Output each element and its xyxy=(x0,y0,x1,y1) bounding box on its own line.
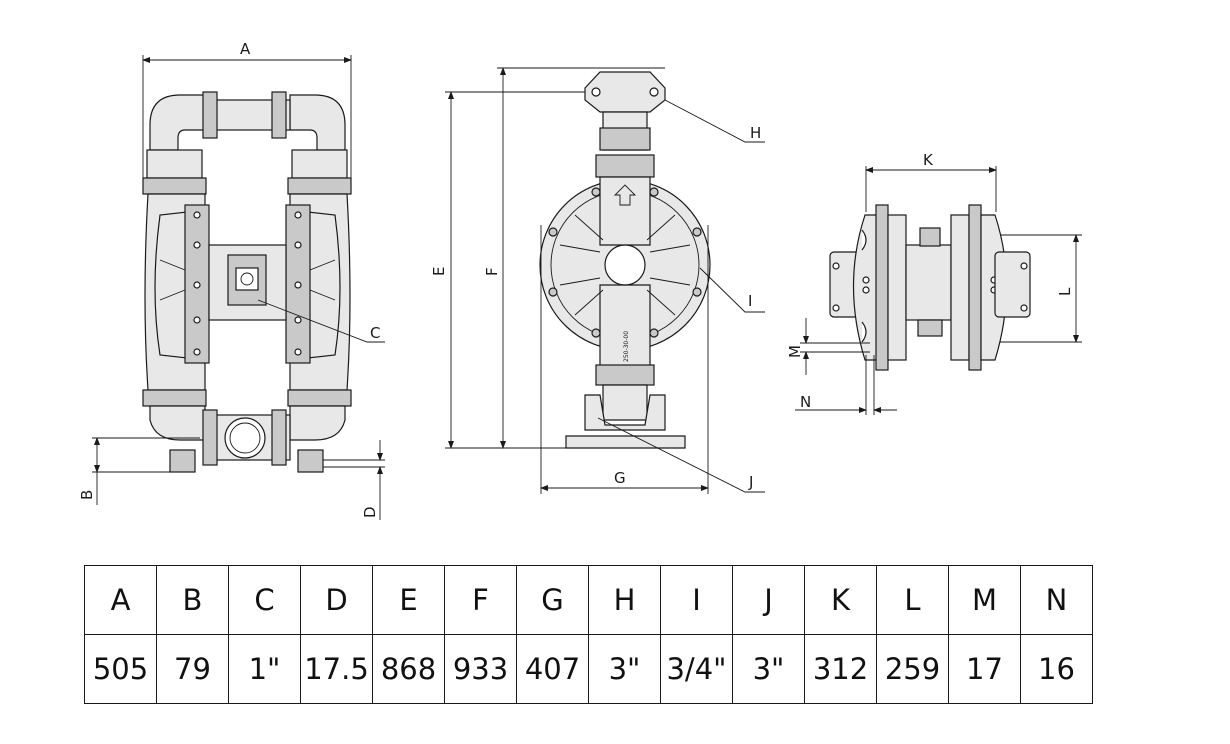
header-cell: L xyxy=(876,565,949,635)
value-cell: 868 xyxy=(372,634,445,704)
dimension-table: A B C D E F G H I J K L M N 505 79 1" 17… xyxy=(84,565,1093,704)
value-cell: 16 xyxy=(1020,634,1093,704)
header-cell: D xyxy=(300,565,373,635)
dim-label-c: C xyxy=(370,324,380,342)
header-cell: F xyxy=(444,565,517,635)
dim-label-m: M xyxy=(786,345,804,358)
header-cell: B xyxy=(156,565,229,635)
top-view: K L M N xyxy=(786,151,1082,415)
header-cell: C xyxy=(228,565,301,635)
side-view: 250-30-00 E F G H I J xyxy=(430,67,765,494)
dim-label-l: L xyxy=(1056,287,1074,296)
value-cell: 407 xyxy=(516,634,589,704)
value-cell: 505 xyxy=(84,634,157,704)
value-cell: 3/4" xyxy=(660,634,733,704)
value-cell: 17 xyxy=(948,634,1021,704)
dim-label-n: N xyxy=(800,393,811,411)
header-cell: N xyxy=(1020,565,1093,635)
dim-label-g: G xyxy=(614,469,626,487)
front-view: A B C D xyxy=(78,40,385,520)
header-cell: E xyxy=(372,565,445,635)
body-bolts xyxy=(548,187,702,338)
value-cell: 1" xyxy=(228,634,301,704)
pump-dimension-drawing: A B C D xyxy=(78,40,1082,520)
dim-label-d: D xyxy=(361,506,379,518)
dim-label-b: B xyxy=(78,490,96,500)
header-cell: J xyxy=(732,565,805,635)
dim-label-e: E xyxy=(430,267,448,276)
dim-label-a: A xyxy=(240,40,251,58)
dim-label-f: F xyxy=(483,267,501,276)
header-cell: K xyxy=(804,565,877,635)
value-cell: 933 xyxy=(444,634,517,704)
dim-label-j: J xyxy=(748,473,753,491)
header-cell: I xyxy=(660,565,733,635)
table-value-row: 505 79 1" 17.5 868 933 407 3" 3/4" 3" 31… xyxy=(84,634,1093,704)
housing-bolts xyxy=(193,211,302,356)
value-cell: 259 xyxy=(876,634,949,704)
value-cell: 3" xyxy=(588,634,661,704)
dim-label-h: H xyxy=(750,124,761,142)
header-cell: G xyxy=(516,565,589,635)
header-cell: H xyxy=(588,565,661,635)
value-cell: 312 xyxy=(804,634,877,704)
value-cell: 79 xyxy=(156,634,229,704)
dim-label-i: I xyxy=(748,292,752,310)
value-cell: 17.5 xyxy=(300,634,373,704)
table-header-row: A B C D E F G H I J K L M N xyxy=(84,565,1093,635)
value-cell: 3" xyxy=(732,634,805,704)
header-cell: A xyxy=(84,565,157,635)
dim-label-k: K xyxy=(923,151,934,169)
header-cell: M xyxy=(948,565,1021,635)
body-marking: 250-30-00 xyxy=(623,331,630,362)
